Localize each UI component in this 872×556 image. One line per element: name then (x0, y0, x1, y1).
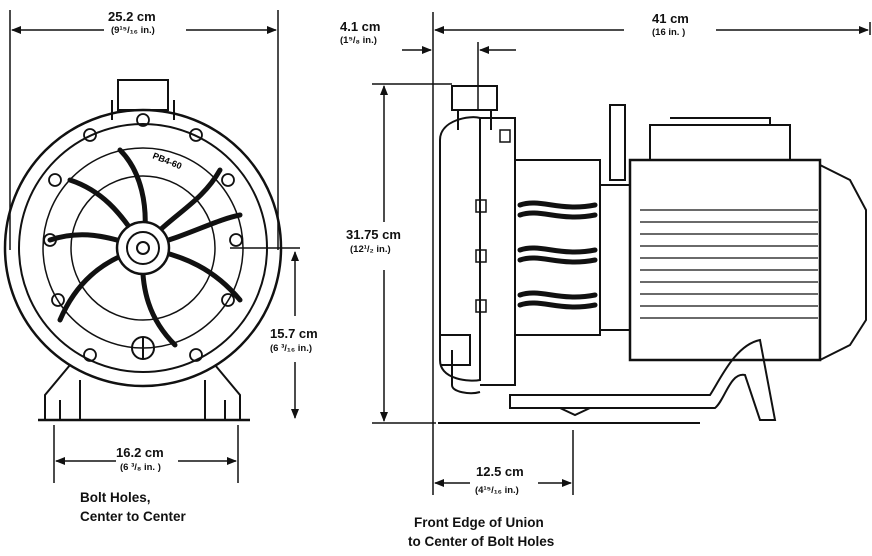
overall-length-inches: (16 in. ) (652, 27, 686, 38)
model-marking: PB4-60 (151, 151, 183, 172)
bolt-spacing-label: 16.2 cm (116, 445, 164, 460)
shaft-height-inches: (6 ³/₁₆ in.) (270, 343, 313, 354)
pump-front-view (3, 79, 283, 422)
front-width-label: 25.2 cm (108, 9, 156, 24)
union-to-bolt-label: 12.5 cm (476, 464, 524, 479)
side-caption-line1: Front Edge of Union (414, 515, 544, 530)
side-dimension-lines (372, 12, 871, 495)
pump-side-view (438, 85, 867, 424)
front-caption-line2: Center to Center (80, 508, 186, 524)
front-dimension-lines (9, 10, 300, 483)
overall-height-label: 31.75 cm (346, 227, 401, 242)
shaft-height-label: 15.7 cm (270, 326, 318, 341)
side-caption-line2: to Center of Bolt Holes (408, 533, 555, 549)
bolt-spacing-inches: (6 ³/₈ in. ) (120, 462, 161, 473)
union-offset-label: 4.1 cm (340, 19, 381, 34)
overall-length-label: 41 cm (652, 11, 689, 26)
union-offset-inches: (1⁵/₈ in.) (340, 35, 377, 46)
front-width-inches: (9¹⁵/₁₆ in.) (111, 25, 155, 36)
side-caption: Front Edge of Union to Center of Bolt Ho… (408, 514, 554, 552)
front-caption: Bolt Holes, Center to Center (80, 489, 186, 527)
overall-height-inches: (12¹/₂ in.) (350, 244, 391, 255)
front-caption-line1: Bolt Holes, (80, 490, 151, 505)
union-to-bolt-inches: (4¹⁵/₁₆ in.) (475, 485, 519, 496)
